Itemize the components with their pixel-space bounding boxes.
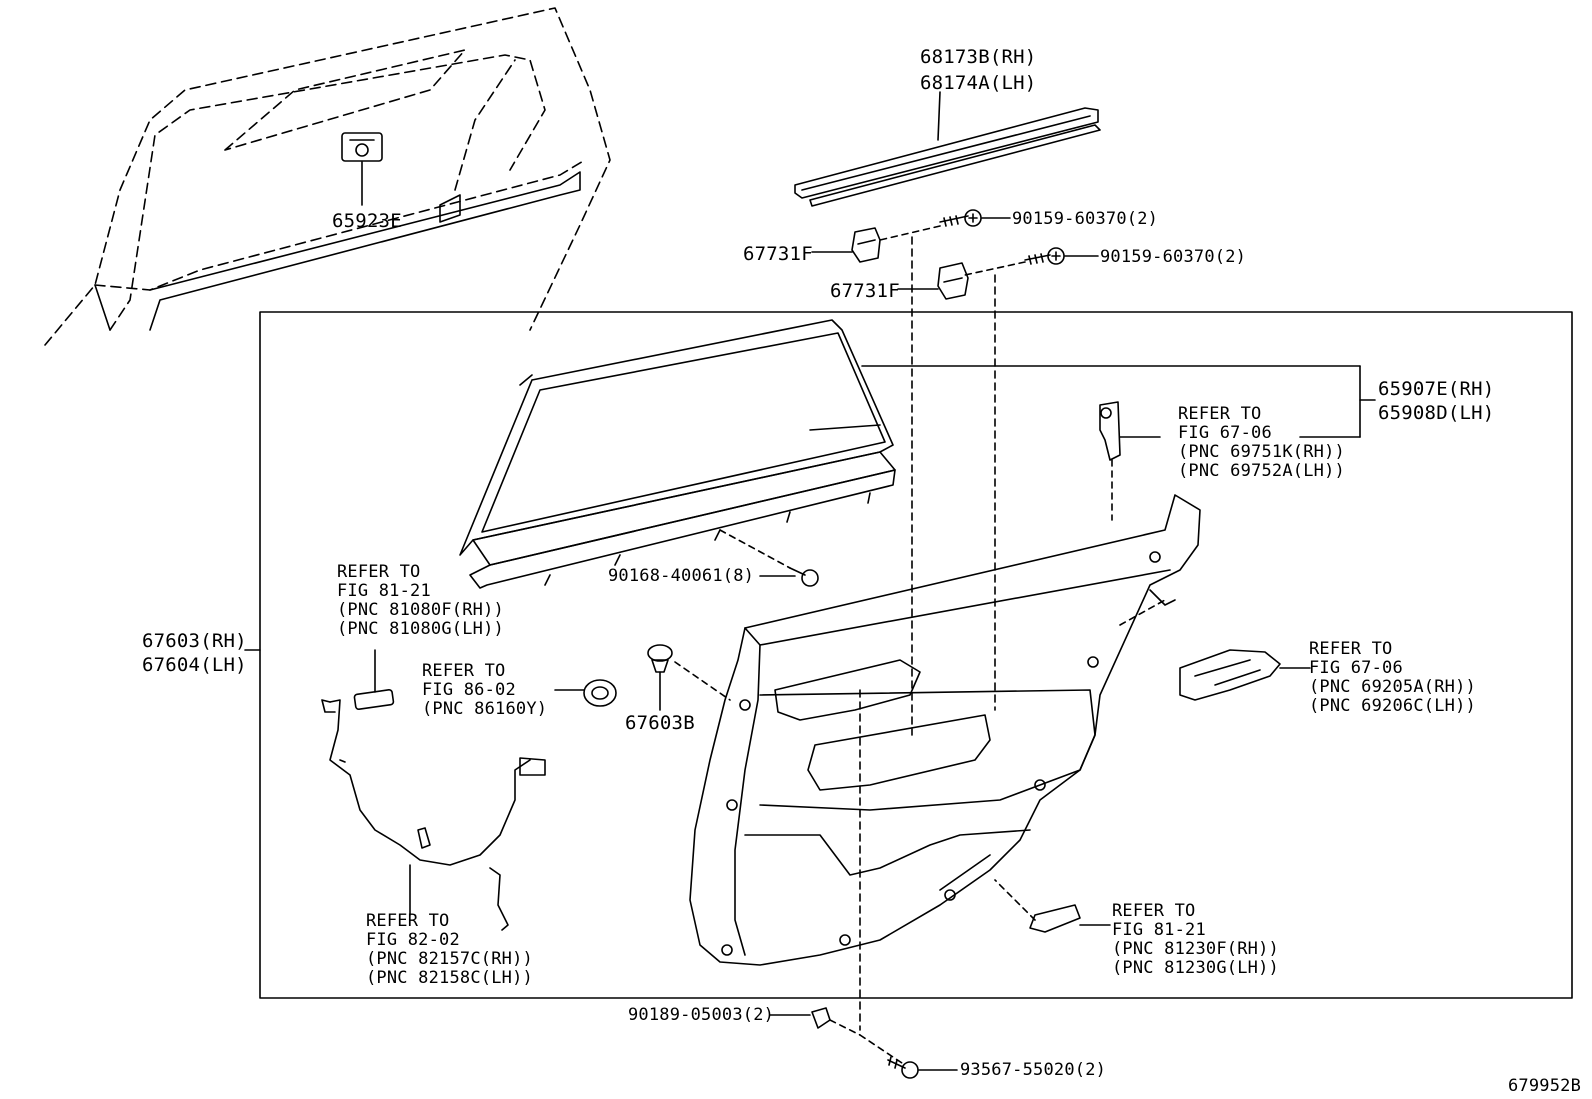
ref-line-3: (PNC 82157C(RH)) [366,949,533,969]
clip-90168 [719,529,819,587]
ref-callout-81080F: REFER TO FIG 81-21 (PNC 81080F(RH)) (PNC… [337,563,504,639]
part-label-68174A: 68174A(LH) [920,72,1037,94]
part-label-90159-a: 90159-60370(2) [1012,209,1159,229]
part-label-65923E: 65923E [332,210,402,232]
part-label-65908D: 65908D(LH) [1378,402,1495,424]
clip-90189 [769,1007,861,1036]
ref-line-1: REFER TO [366,911,450,931]
screw-90159-b [964,247,1099,276]
switch-81230F [994,879,1111,933]
ref-line-2: FIG 86-02 [422,680,516,700]
ref-line-2: FIG 81-21 [337,581,431,601]
leader-dashed [859,236,996,1031]
ref-line-4: (PNC 69752A(LH)) [1178,461,1345,481]
part-label-90189: 90189-05003(2) [628,1005,775,1025]
ref-callout-81230F: REFER TO FIG 81-21 (PNC 81230F(RH)) (PNC… [1112,902,1279,978]
ref-line-1: REFER TO [1112,901,1196,921]
clip-67603B [647,644,731,711]
weatherstrip-68173B [794,91,1101,207]
drawing-number: 679952B [1508,1076,1582,1096]
ref-line-3: (PNC 69205A(RH)) [1309,677,1476,697]
part-label-93567: 93567-55020(2) [960,1060,1107,1080]
ref-line-4: (PNC 82158C(LH)) [366,968,533,988]
door-frame-outline [44,7,611,346]
ref-callout-82157C: REFER TO FIG 82-02 (PNC 82157C(RH)) (PNC… [366,912,533,988]
ref-callout-69205A: REFER TO FIG 67-06 (PNC 69205A(RH)) (PNC… [1309,640,1476,716]
ref-line-3: (PNC 69751K(RH)) [1178,442,1345,462]
ref-line-2: FIG 67-06 [1178,423,1272,443]
ref-line-3: (PNC 86160Y) [422,699,548,719]
ref-line-4: (PNC 69206C(LH)) [1309,696,1476,716]
inside-handle-69205A [1179,649,1311,701]
part-label-67731F-a: 67731F [743,243,813,265]
wire-harness-82157C [321,699,546,931]
ref-line-2: FIG 81-21 [1112,920,1206,940]
part-label-67603: 67603(RH) [142,630,247,652]
ref-line-1: REFER TO [337,562,421,582]
switch-81080F [353,649,395,710]
clip-65923E [341,132,383,206]
assembly-box [259,311,1573,999]
ref-line-1: REFER TO [1178,404,1262,424]
ref-line-4: (PNC 81230G(LH)) [1112,958,1279,978]
ref-line-2: FIG 67-06 [1309,658,1403,678]
bracket-67731F-a [811,227,881,263]
ref-callout-86160Y: REFER TO FIG 86-02 (PNC 86160Y) [422,662,547,719]
part-label-90159-b: 90159-60370(2) [1100,247,1247,267]
screw-90159-a [879,209,1011,241]
ref-line-1: REFER TO [1309,639,1393,659]
part-label-67603B: 67603B [625,712,695,734]
ref-line-4: (PNC 81080G(LH)) [337,619,504,639]
ref-line-3: (PNC 81230F(RH)) [1112,939,1279,959]
screw-93567 [859,1034,958,1079]
part-label-90168: 90168-40061(8) [608,566,755,586]
part-label-67604: 67604(LH) [142,654,247,676]
bracket-67731F-b [897,262,969,300]
part-label-67731F-b: 67731F [830,280,900,302]
window-panel-65907E [459,319,1376,589]
ref-line-3: (PNC 81080F(RH)) [337,600,504,620]
door-frame-lower [94,171,581,331]
ref-line-2: FIG 82-02 [366,930,460,950]
clip-86160Y [554,679,617,707]
ref-callout-69751K: REFER TO FIG 67-06 (PNC 69751K(RH)) (PNC… [1178,405,1345,481]
handle-69751K [1099,401,1161,521]
ref-line-1: REFER TO [422,661,506,681]
part-label-68173B: 68173B(RH) [920,46,1037,68]
door-trim-panel-67603 [689,494,1201,966]
part-label-65907E: 65907E(RH) [1378,378,1495,400]
